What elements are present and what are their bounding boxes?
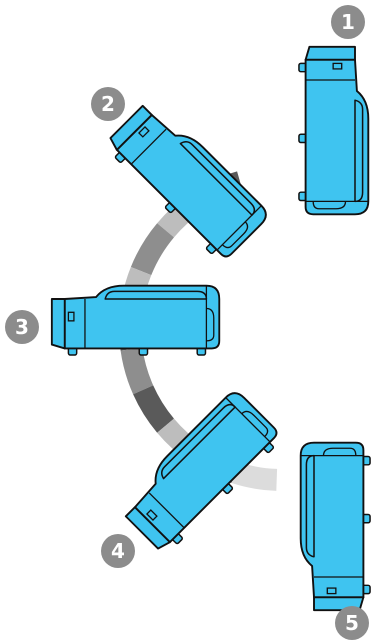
badge-circle: [91, 87, 125, 121]
arc-segment: [231, 462, 278, 491]
badge-circle: [5, 310, 39, 344]
badge-number: 5: [345, 611, 359, 635]
badge-number: 2: [101, 92, 115, 116]
position-badge-2: 2: [91, 87, 125, 121]
projector-position-2: [102, 95, 272, 265]
badge-number: 3: [15, 315, 29, 339]
projector-group: [50, 45, 371, 612]
position-badge-1: 1: [331, 5, 365, 39]
arc-segment: [120, 347, 154, 395]
arc-segment: [130, 223, 175, 276]
projector-position-5: [299, 441, 371, 612]
projector-position-1: [298, 45, 370, 216]
arc-segment: [133, 385, 175, 433]
badge-circle: [335, 606, 369, 640]
badge-circle: [331, 5, 365, 39]
position-badge-4: 4: [101, 534, 135, 568]
badge-circle: [101, 534, 135, 568]
position-badge-3: 3: [5, 310, 39, 344]
badge-group: 1 2 3 4 5: [5, 5, 369, 640]
badge-number: 1: [341, 10, 355, 34]
badge-number: 4: [111, 539, 125, 563]
projector-position-3: [50, 284, 221, 356]
position-badge-5: 5: [335, 606, 369, 640]
